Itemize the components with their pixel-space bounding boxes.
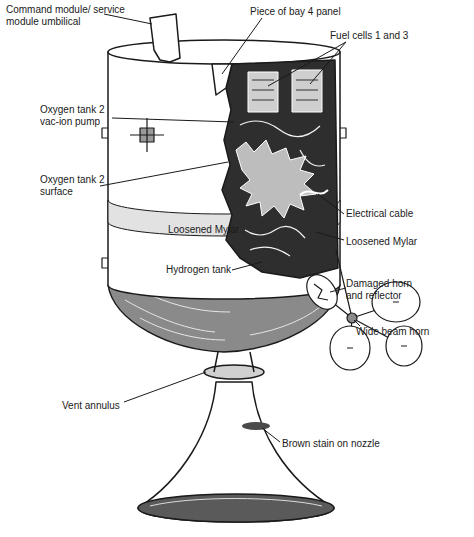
leader-line	[124, 372, 206, 402]
nozzle-throat	[214, 352, 254, 372]
leader-line	[330, 288, 346, 292]
open-bay	[222, 60, 338, 278]
rcs-quad	[130, 118, 164, 152]
leader-line	[318, 194, 344, 214]
dish-feeds	[347, 302, 407, 348]
leader-line	[222, 18, 262, 74]
damaged-reflector	[300, 269, 343, 315]
part-label: Loosened Mylar	[168, 224, 239, 236]
loosened-mylar	[236, 140, 316, 218]
debris-lines	[240, 121, 325, 256]
leader-line	[316, 232, 344, 240]
part-label: Electrical cable	[346, 208, 413, 220]
module-body	[108, 52, 340, 299]
leader-line	[232, 262, 262, 270]
nozzle-interior	[150, 499, 322, 507]
part-label: Damaged horn and reflector	[346, 278, 420, 302]
part-label: Vent annulus	[62, 400, 120, 412]
part-label: Oxygen tank 2 surface	[40, 174, 116, 198]
part-label: Brown stain on nozzle	[282, 438, 380, 450]
rcs-thrusters	[130, 118, 164, 152]
part-label: Command module/ service module umbilical	[6, 4, 126, 28]
part-label: Oxygen tank 2 vac-ion pump	[40, 104, 116, 128]
side-handles	[102, 128, 346, 268]
nozzle-exit	[138, 494, 334, 522]
bay-panel-piece	[212, 64, 232, 95]
fuel-cell-detail	[252, 80, 318, 100]
bulkhead-streaks	[125, 295, 328, 340]
leader-line	[112, 118, 234, 122]
part-label: Hydrogen tank	[166, 264, 231, 276]
electrical-cable	[300, 190, 328, 195]
leader-line	[310, 42, 346, 84]
part-label: Piece of bay 4 panel	[250, 6, 341, 18]
reflector-damage	[314, 284, 328, 300]
part-label: Wide beam horn	[356, 326, 429, 338]
leader-line	[268, 42, 346, 86]
umbilical	[150, 14, 180, 62]
part-label: Loosened Mylar	[346, 236, 417, 248]
engine-nozzle	[138, 382, 334, 522]
part-label: Fuel cells 1 and 3	[330, 30, 408, 42]
fuel-cell	[248, 72, 278, 112]
leader-line	[100, 162, 228, 186]
leader-line	[104, 14, 152, 24]
brown-stain	[242, 422, 270, 430]
fuel-cell	[292, 70, 322, 112]
vent-annulus	[204, 365, 264, 379]
module-top	[108, 40, 340, 64]
leader-line	[354, 320, 360, 326]
leader-lines	[100, 14, 360, 442]
leader-line	[262, 428, 280, 442]
high-gain-antenna	[300, 250, 422, 370]
